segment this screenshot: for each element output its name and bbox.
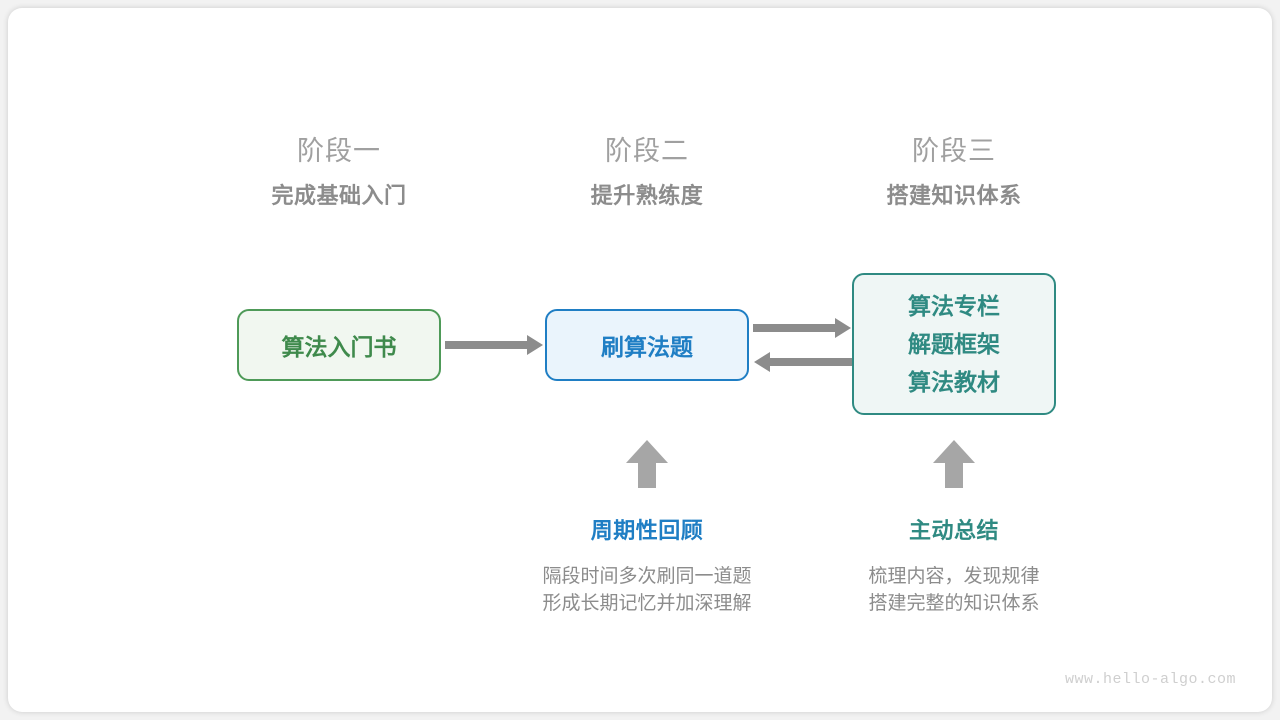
arrow-head <box>626 440 668 463</box>
note-active-summary: 主动总结 梳理内容，发现规律 搭建完整的知识体系 <box>794 516 1114 617</box>
stage-header-1: 阶段一 完成基础入门 <box>189 134 489 211</box>
stage-index-1: 阶段一 <box>297 136 381 166</box>
arrow-practice-to-resources <box>753 318 851 338</box>
note-review-desc-line-1: 隔段时间多次刷同一道题 <box>542 566 752 587</box>
node-learning-resources: 算法专栏 解题框架 算法教材 <box>852 273 1056 415</box>
node-algorithm-intro-book: 算法入门书 <box>237 309 441 381</box>
stage-title-3: 搭建知识体系 <box>886 183 1022 208</box>
node-resources-line-3: 算法教材 <box>908 369 1000 395</box>
diagram-card: 阶段一 完成基础入门 阶段二 提升熟练度 阶段三 搭建知识体系 算法入门书 刷算… <box>8 8 1272 712</box>
stage-index-2: 阶段二 <box>605 136 689 166</box>
note-summary-desc-line-2: 搭建完整的知识体系 <box>868 593 1040 614</box>
note-review-description: 隔段时间多次刷同一道题 形成长期记忆并加深理解 <box>487 563 807 617</box>
stage-title-2: 提升熟练度 <box>590 183 704 208</box>
node-practice-problems: 刷算法题 <box>545 309 749 381</box>
watermark-url: www.hello-algo.com <box>1064 671 1236 688</box>
note-review-desc-line-2: 形成长期记忆并加深理解 <box>542 593 752 614</box>
arrow-stem <box>945 461 963 488</box>
note-review-title: 周期性回顾 <box>590 518 704 543</box>
note-summary-description: 梳理内容，发现规律 搭建完整的知识体系 <box>794 563 1114 617</box>
note-summary-title: 主动总结 <box>908 518 999 543</box>
stage-index-3: 阶段三 <box>912 136 996 166</box>
arrow-stem <box>638 461 656 488</box>
up-arrow-icon-review <box>626 440 668 488</box>
up-arrow-icon-summary <box>933 440 975 488</box>
node-practice-label: 刷算法题 <box>601 334 693 360</box>
node-resources-line-1: 算法专栏 <box>908 293 1000 319</box>
note-summary-desc-line-1: 梳理内容，发现规律 <box>868 566 1040 587</box>
stage-title-1: 完成基础入门 <box>271 183 407 208</box>
stage-header-3: 阶段三 搭建知识体系 <box>804 134 1104 211</box>
arrow-resources-to-practice <box>754 352 852 372</box>
stage-header-2: 阶段二 提升熟练度 <box>497 134 797 211</box>
arrow-head <box>933 440 975 463</box>
note-periodic-review: 周期性回顾 隔段时间多次刷同一道题 形成长期记忆并加深理解 <box>487 516 807 617</box>
arrow-book-to-practice <box>445 335 543 355</box>
node-resources-line-2: 解题框架 <box>908 331 1000 357</box>
node-book-label: 算法入门书 <box>281 334 397 360</box>
